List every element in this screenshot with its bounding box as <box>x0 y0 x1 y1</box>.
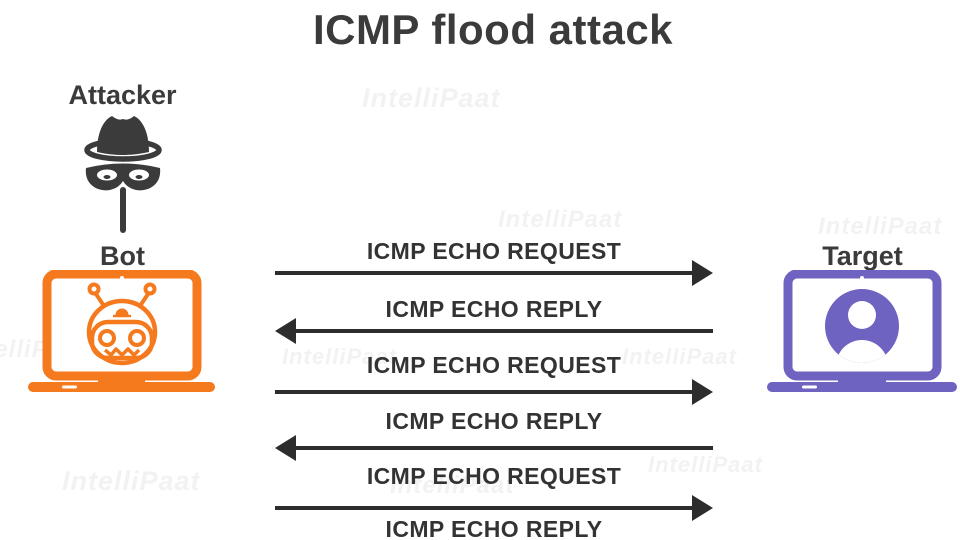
target-label: Target <box>822 241 903 271</box>
attacker-label: Attacker <box>68 80 177 110</box>
arrow-head-left-icon <box>275 435 296 461</box>
message-label: ICMP ECHO REQUEST <box>366 352 622 378</box>
arrow-head-left-icon <box>275 318 296 344</box>
intellipaat-watermark: IntelliPaat <box>362 83 501 113</box>
diagram-title: ICMP flood attack <box>312 6 674 53</box>
arrow-head-right-icon <box>692 379 713 405</box>
spy-icon <box>84 116 162 233</box>
arrow-head-right-icon <box>692 260 713 286</box>
arrow-line <box>296 446 713 450</box>
message-arrow <box>275 260 713 286</box>
arrow-line <box>275 506 692 510</box>
arrow-line <box>275 271 692 275</box>
intellipaat-watermark: IntelliPaat <box>62 466 201 496</box>
bot-label: Bot <box>100 241 145 271</box>
message-arrow <box>275 435 713 461</box>
intellipaat-watermark: IntelliPaat <box>498 206 623 233</box>
intellipaat-watermark: IntelliPaat <box>818 213 943 240</box>
arrow-line <box>275 390 692 394</box>
message-label: ICMP ECHO REQUEST <box>366 463 622 489</box>
robot-laptop-icon <box>28 270 215 392</box>
user-laptop-icon <box>767 270 957 392</box>
message-arrow <box>275 379 713 405</box>
message-arrow <box>275 318 713 344</box>
message-arrow <box>275 495 713 521</box>
message-label: ICMP ECHO REPLY <box>385 408 603 434</box>
message-label: ICMP ECHO REPLY <box>385 516 603 540</box>
message-label: ICMP ECHO REPLY <box>385 296 603 322</box>
message-label: ICMP ECHO REQUEST <box>366 238 622 264</box>
arrow-head-right-icon <box>692 495 713 521</box>
arrow-line <box>296 329 713 333</box>
